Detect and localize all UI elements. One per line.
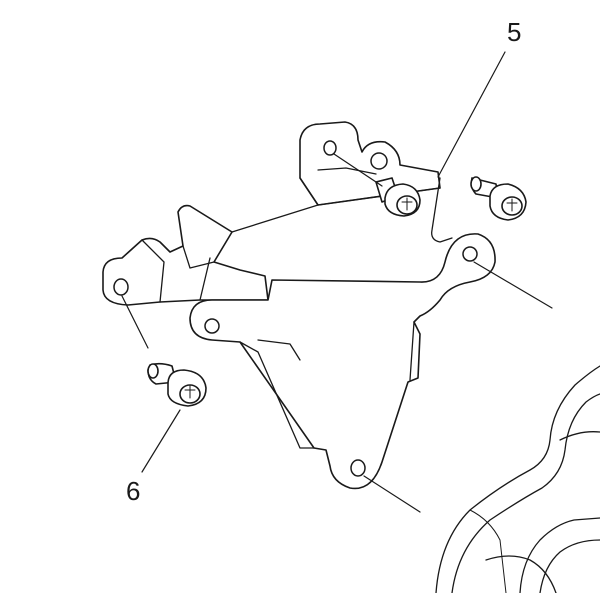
bracket-front-plate (189, 233, 496, 490)
hole-top-tab-b (370, 152, 388, 170)
leader-top-tab (333, 153, 383, 187)
bracket-top-tab (299, 121, 441, 206)
bracket-bend-edge (431, 177, 453, 243)
hole-top-tab-a (323, 140, 337, 156)
hole-right-tab (462, 246, 478, 262)
hole-front-left (204, 318, 220, 334)
leader-lines (121, 51, 553, 513)
bolt-on-bracket (375, 177, 421, 217)
leader-right-tab (473, 261, 553, 309)
hole-left-wing (113, 278, 129, 296)
bolt-loose-right (470, 176, 527, 221)
adjacent-housing (435, 365, 600, 593)
hole-front-bottom (350, 459, 366, 477)
callout-5: 5 (507, 17, 521, 47)
leader-callout-5 (437, 51, 506, 178)
leader-left-wing (121, 295, 149, 349)
callout-6: 6 (126, 476, 140, 506)
mounting-bracket (102, 121, 496, 490)
leader-bottom-hole (363, 475, 421, 513)
bolt-loose-left (147, 362, 207, 407)
leader-callout-6 (141, 409, 181, 473)
